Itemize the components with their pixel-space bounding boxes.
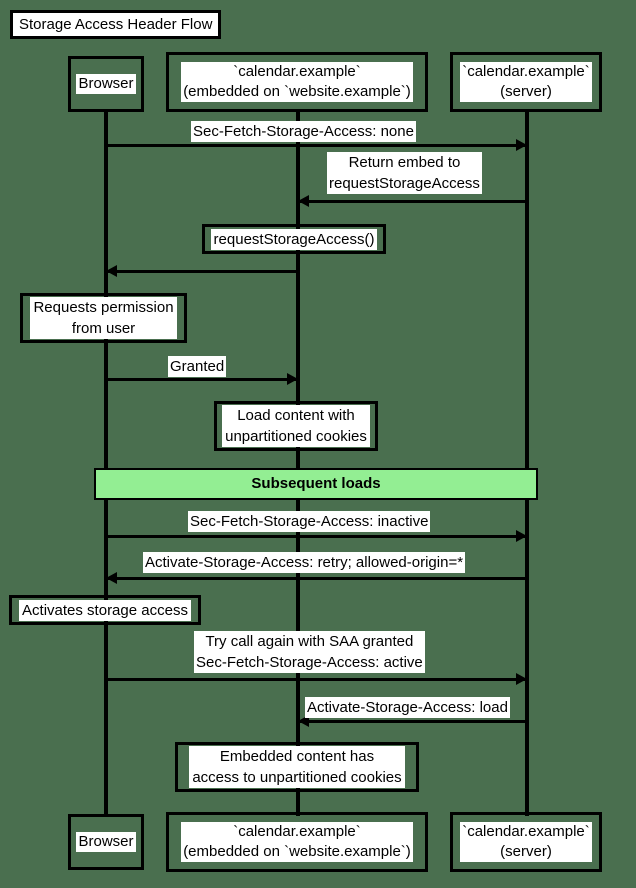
message-arrowhead-m6 — [106, 572, 117, 584]
message-line-m5 — [106, 535, 527, 538]
message-arrowhead-m2 — [298, 195, 309, 207]
note-embedded-content-access-text: Embedded content has access to unpartiti… — [189, 746, 405, 788]
message-arrowhead-m5 — [516, 530, 527, 542]
participant-server-bottom-label: `calendar.example` (server) — [460, 822, 592, 862]
message-label-m5: Sec-Fetch-Storage-Access: inactive — [188, 511, 431, 532]
participant-browser-bottom-label: Browser — [76, 832, 136, 852]
participant-server-top-label: `calendar.example` (server) — [460, 62, 592, 102]
message-line-m1 — [106, 144, 527, 147]
message-line-m7 — [106, 678, 527, 681]
message-arrowhead-m3 — [106, 265, 117, 277]
message-label-m2: Return embed to requestStorageAccess — [327, 152, 482, 194]
message-label-m1: Sec-Fetch-Storage-Access: none — [191, 121, 416, 142]
note-requests-permission-text: Requests permission from user — [30, 297, 177, 339]
diagram-title-box: Storage Access Header Flow — [10, 10, 222, 39]
note-load-content: Load content with unpartitioned cookies — [214, 401, 378, 451]
message-line-m6 — [106, 577, 527, 580]
message-arrowhead-m1 — [516, 139, 527, 151]
participant-browser-top-label: Browser — [76, 74, 136, 94]
participant-browser-bottom[interactable]: Browser — [68, 814, 144, 870]
message-label-m3: requestStorageAccess() — [210, 228, 378, 250]
note-activates-storage-access-text: Activates storage access — [19, 599, 191, 621]
message-label-m7: Try call again with SAA granted Sec-Fetc… — [194, 631, 425, 673]
message-arrowhead-m7 — [516, 673, 527, 685]
note-embedded-content-access: Embedded content has access to unpartiti… — [175, 742, 419, 792]
divider-subsequent-loads: Subsequent loads — [94, 468, 538, 500]
message-arrowhead-m8 — [298, 715, 309, 727]
message-line-m8 — [298, 720, 527, 723]
participant-embedded-bottom[interactable]: `calendar.example` (embedded on `website… — [166, 812, 428, 872]
message-line-m2 — [298, 200, 527, 203]
participant-server-top[interactable]: `calendar.example` (server) — [450, 52, 602, 112]
note-activates-storage-access: Activates storage access — [9, 595, 201, 625]
message-line-m4 — [106, 378, 298, 381]
participant-embedded-top[interactable]: `calendar.example` (embedded on `website… — [166, 52, 428, 112]
lifeline-embedded — [296, 110, 300, 816]
message-label-m6: Activate-Storage-Access: retry; allowed-… — [143, 552, 466, 573]
diagram-title: Storage Access Header Flow — [13, 13, 219, 36]
participant-server-bottom[interactable]: `calendar.example` (server) — [450, 812, 602, 872]
message-arrowhead-m4 — [287, 373, 298, 385]
note-requests-permission: Requests permission from user — [20, 293, 187, 343]
message-line-m3 — [106, 270, 298, 273]
lifeline-browser — [104, 110, 108, 816]
message-label-m8: Activate-Storage-Access: load — [305, 697, 510, 718]
divider-subsequent-loads-text: Subsequent loads — [251, 475, 381, 492]
message-label-m4: Granted — [168, 356, 227, 377]
message-box-m3: requestStorageAccess() — [202, 224, 386, 254]
participant-embedded-bottom-label: `calendar.example` (embedded on `website… — [181, 822, 413, 862]
participant-browser-top[interactable]: Browser — [68, 56, 144, 112]
note-load-content-text: Load content with unpartitioned cookies — [222, 405, 370, 447]
lifeline-server — [525, 110, 529, 816]
participant-embedded-top-label: `calendar.example` (embedded on `website… — [181, 62, 413, 102]
